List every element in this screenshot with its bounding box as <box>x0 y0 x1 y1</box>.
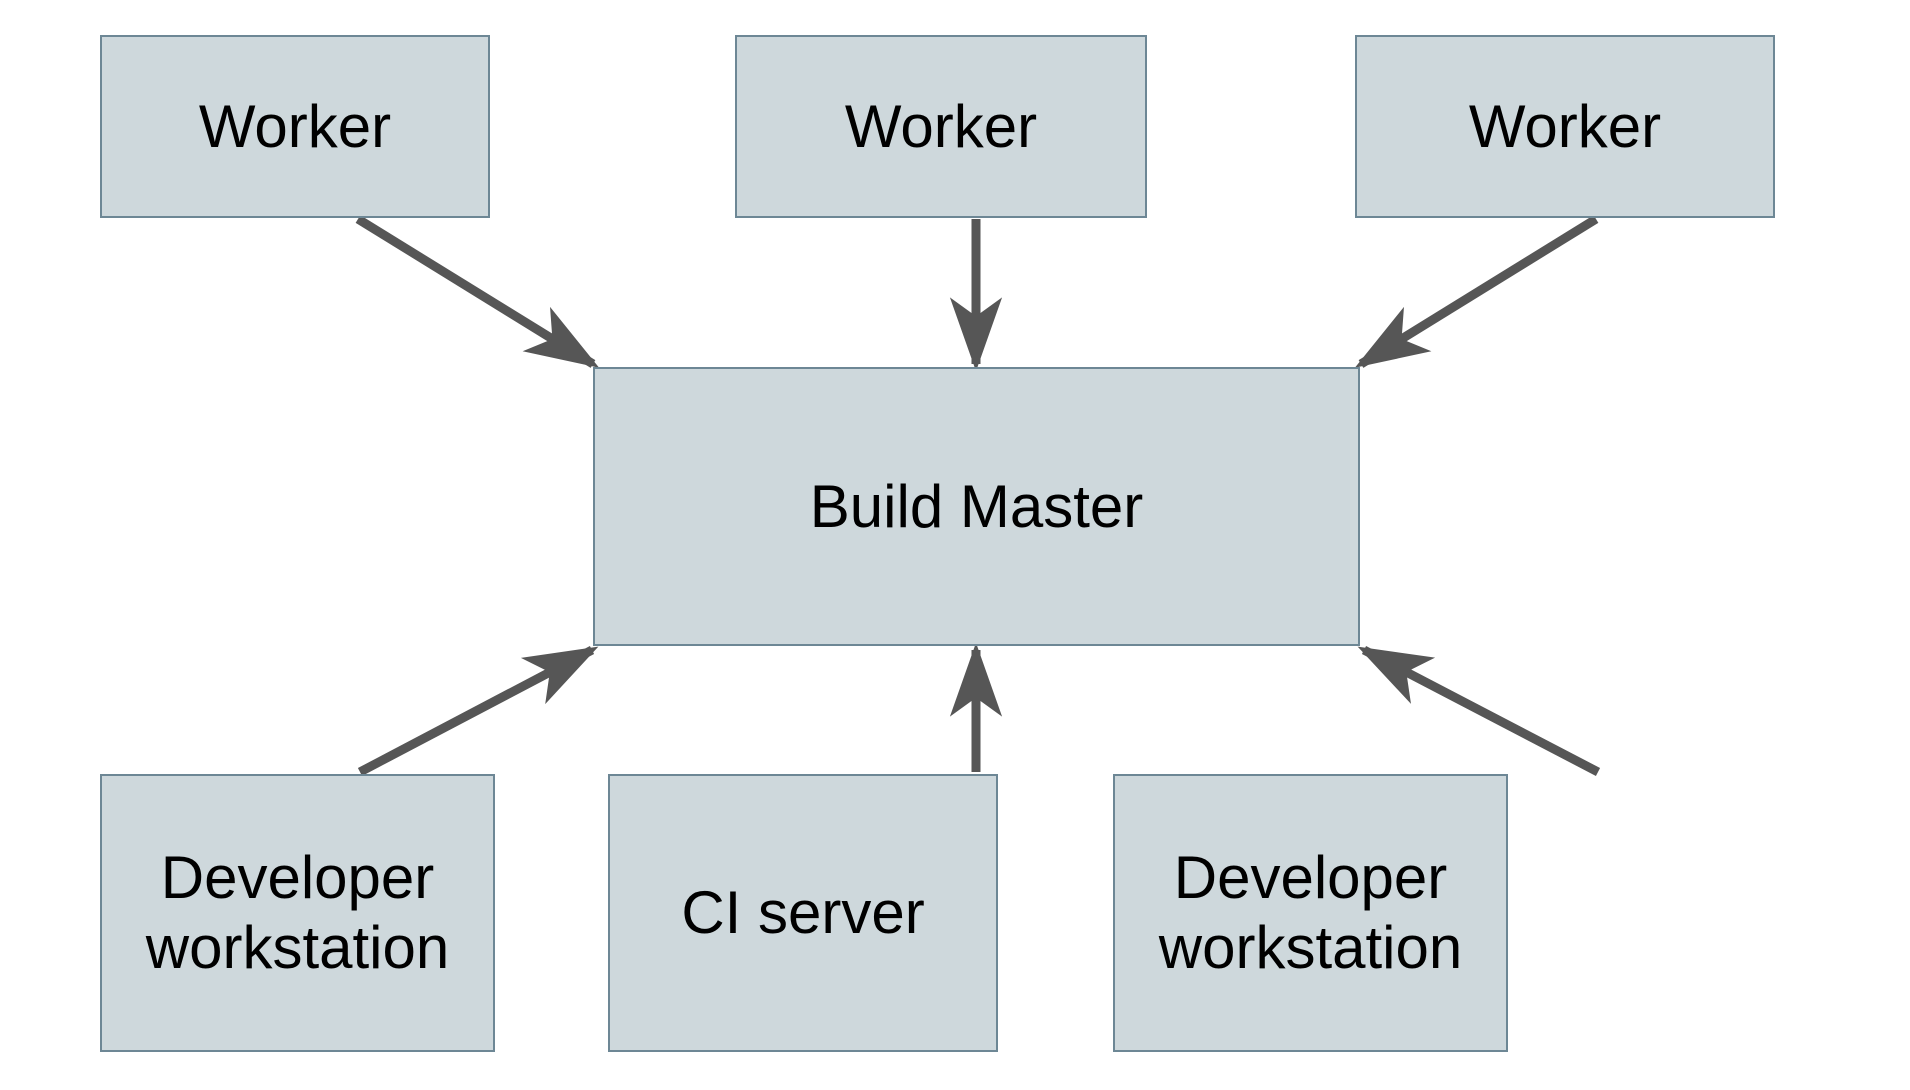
node-dev-workstation-2[interactable]: Developer workstation <box>1113 774 1508 1052</box>
edge-dev-workstation-1-to-build-master <box>357 646 599 776</box>
node-worker-2-label: Worker <box>844 92 1038 160</box>
node-build-master-label: Build Master <box>809 472 1144 540</box>
node-dev-workstation-1-label: Developer workstation <box>145 844 450 981</box>
node-worker-1[interactable]: Worker <box>100 35 490 218</box>
edge-dev-workstation-2-to-build-master <box>1357 646 1601 776</box>
node-ci-server-label: CI server <box>681 879 925 947</box>
edge-worker-3-to-build-master <box>1354 215 1599 368</box>
node-build-master[interactable]: Build Master <box>593 367 1360 646</box>
node-worker-3-label: Worker <box>1468 92 1662 160</box>
node-worker-3[interactable]: Worker <box>1355 35 1775 218</box>
node-dev-workstation-1[interactable]: Developer workstation <box>100 774 495 1052</box>
node-worker-1-label: Worker <box>198 92 392 160</box>
node-ci-server[interactable]: CI server <box>608 774 998 1052</box>
node-worker-2[interactable]: Worker <box>735 35 1147 218</box>
node-dev-workstation-2-label: Developer workstation <box>1158 844 1463 981</box>
edge-worker-1-to-build-master <box>355 215 600 368</box>
